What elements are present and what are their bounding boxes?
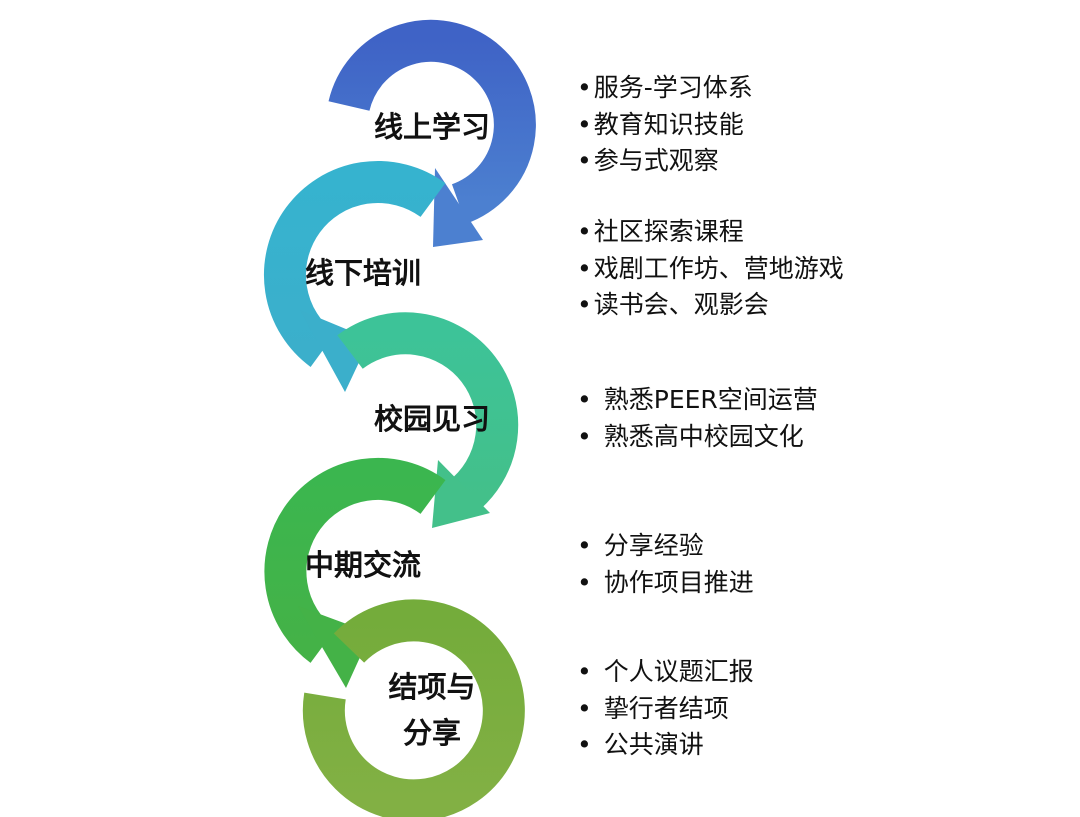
stage-label-2-line-1: 线下培训	[304, 256, 421, 290]
list-item: 分享经验	[577, 528, 754, 565]
stage-label-5-line-1: 结项与	[388, 670, 476, 704]
stage-label-5-line-2: 分享	[402, 716, 461, 750]
list-item: 社区探索课程	[577, 214, 844, 251]
ring-arrow-2	[264, 161, 446, 392]
list-item: 挚行者结项	[577, 691, 754, 728]
list-item: 服务-学习体系	[577, 70, 753, 107]
ring-arrow-5	[302, 599, 525, 817]
list-item: 参与式观察	[577, 143, 753, 180]
stage-5-items: 个人议题汇报 挚行者结项 公共演讲	[577, 654, 754, 764]
list-item: 熟悉高中校园文化	[577, 419, 818, 456]
stage-label-1: 线上学习	[352, 104, 512, 150]
list-item: 协作项目推进	[577, 565, 754, 602]
stage-label-5: 结项与 分享	[352, 664, 512, 756]
stage-label-4: 中期交流	[283, 542, 443, 588]
stage-3-items: 熟悉PEER空间运营 熟悉高中校园文化	[577, 382, 818, 455]
stage-label-3-line-1: 校园见习	[373, 402, 490, 436]
stage-label-2: 线下培训	[283, 250, 443, 296]
list-item: 读书会、观影会	[577, 287, 844, 324]
list-item: 教育知识技能	[577, 107, 753, 144]
list-item: 熟悉PEER空间运营	[577, 382, 818, 419]
stage-label-4-line-1: 中期交流	[304, 548, 421, 582]
list-item: 个人议题汇报	[577, 654, 754, 691]
stage-1-items: 服务-学习体系 教育知识技能 参与式观察	[577, 70, 753, 180]
stage-2-items: 社区探索课程 戏剧工作坊、营地游戏 读书会、观影会	[577, 214, 844, 324]
list-item: 公共演讲	[577, 727, 754, 764]
list-item: 戏剧工作坊、营地游戏	[577, 251, 844, 288]
ring-arrow-1	[328, 19, 536, 247]
stage-4-items: 分享经验 协作项目推进	[577, 528, 754, 601]
stage-label-3: 校园见习	[352, 396, 512, 442]
ring-arrow-3	[337, 312, 519, 528]
stage-label-1-line-1: 线上学习	[373, 110, 490, 144]
